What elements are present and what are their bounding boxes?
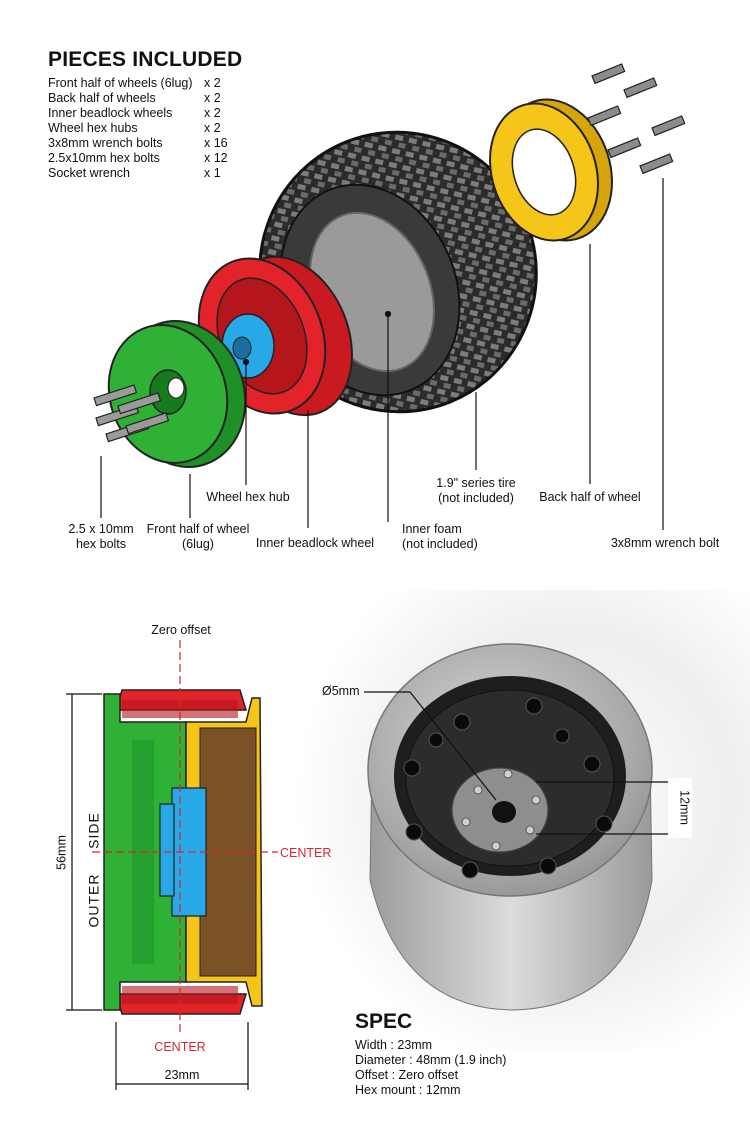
zero-offset-label: Zero offset bbox=[151, 623, 211, 637]
section-dimensions bbox=[66, 693, 249, 1090]
hex-dimension-label: 12mm bbox=[677, 790, 692, 825]
label-hex-hub: Wheel hex hub bbox=[196, 490, 300, 505]
piece-name: Socket wrench bbox=[48, 166, 130, 180]
label-hex-bolts-line1: 2.5 x 10mm bbox=[68, 522, 134, 536]
piece-qty: x 16 bbox=[204, 136, 228, 150]
list-item: 3x8mm wrench bolts x 16 bbox=[48, 136, 234, 151]
cross-section bbox=[92, 640, 278, 1034]
pieces-list: Front half of wheels (6lug) x 2 Back half… bbox=[48, 76, 234, 181]
piece-qty: x 1 bbox=[204, 166, 221, 180]
label-front-half-line2: (6lug) bbox=[182, 537, 214, 551]
lug-bolts bbox=[403, 697, 613, 879]
center-label-bottom: CENTER bbox=[154, 1040, 206, 1054]
label-front-half: Front half of wheel(6lug) bbox=[140, 522, 256, 552]
spec-offset: Offset : Zero offset bbox=[355, 1068, 459, 1082]
spec-list: Width : 23mm Diameter : 48mm (1.9 inch) … bbox=[355, 1038, 506, 1098]
height-dimension-label: 56mm bbox=[54, 835, 69, 870]
list-item: Wheel hex hubs x 2 bbox=[48, 121, 234, 136]
piece-qty: x 12 bbox=[204, 151, 228, 165]
pieces-title: PIECES INCLUDED bbox=[48, 48, 243, 71]
label-foam: Inner foam(not included) bbox=[402, 522, 486, 552]
label-beadlock-line1: Inner beadlock wheel bbox=[255, 536, 375, 550]
label-foam-line1: Inner foam bbox=[402, 522, 462, 536]
list-item: 2.5x10mm hex bolts x 12 bbox=[48, 151, 234, 166]
piece-name: Inner beadlock wheels bbox=[48, 106, 173, 120]
bore-dimension-label: Ø5mm bbox=[322, 684, 360, 698]
piece-name: Wheel hex hubs bbox=[48, 121, 138, 135]
piece-qty: x 2 bbox=[204, 121, 221, 135]
back-half-wheel bbox=[489, 98, 613, 242]
width-dimension-label: 23mm bbox=[164, 1068, 200, 1082]
piece-name: Front half of wheels (6lug) bbox=[48, 76, 193, 90]
piece-name: 2.5x10mm hex bolts bbox=[48, 151, 160, 165]
label-back-half-line1: Back half of wheel bbox=[539, 490, 641, 504]
leader-lines bbox=[100, 178, 664, 530]
piece-name: 3x8mm wrench bolts bbox=[48, 136, 163, 150]
label-hex-hub-line1: Wheel hex hub bbox=[206, 490, 290, 504]
label-back-half: Back half of wheel bbox=[534, 490, 646, 505]
label-foam-line2: (not included) bbox=[402, 537, 478, 551]
label-front-half-line1: Front half of wheel bbox=[146, 522, 250, 536]
list-item: Front half of wheels (6lug) x 2 bbox=[48, 76, 234, 91]
piece-qty: x 2 bbox=[204, 106, 221, 120]
label-tire-line2: (not included) bbox=[438, 491, 514, 505]
spec-hex-mount: Hex mount : 12mm bbox=[355, 1083, 461, 1097]
list-item: Socket wrench x 1 bbox=[48, 166, 234, 181]
wheel-photo bbox=[367, 643, 653, 1011]
hex-bolts bbox=[93, 384, 170, 443]
label-tire: 1.9" series tire(not included) bbox=[428, 476, 524, 506]
piece-name: Back half of wheels bbox=[48, 91, 156, 105]
center-label-right: CENTER bbox=[280, 846, 332, 860]
spec-title: SPEC bbox=[355, 1010, 413, 1033]
photo-dimensions bbox=[364, 691, 692, 838]
wrench-bolts bbox=[587, 63, 686, 175]
label-hex-bolts-line2: hex bolts bbox=[75, 537, 127, 551]
front-half-wheel bbox=[107, 320, 247, 468]
list-item: Back half of wheels x 2 bbox=[48, 91, 234, 106]
label-tire-line1: 1.9" series tire bbox=[436, 476, 516, 490]
outer-label: OUTER bbox=[85, 873, 102, 928]
side-label: SIDE bbox=[85, 812, 102, 849]
spec-width: Width : 23mm bbox=[355, 1038, 433, 1052]
piece-qty: x 2 bbox=[204, 76, 221, 90]
label-beadlock: Inner beadlock wheel bbox=[254, 536, 376, 551]
spec-diameter: Diameter : 48mm (1.9 inch) bbox=[355, 1053, 507, 1067]
list-item: Inner beadlock wheels x 2 bbox=[48, 106, 234, 121]
piece-qty: x 2 bbox=[204, 91, 221, 105]
label-wrench-bolt-line1: 3x8mm wrench bolt bbox=[610, 536, 720, 550]
label-wrench-bolt: 3x8mm wrench bolt bbox=[604, 536, 726, 551]
bore-hole bbox=[492, 801, 516, 823]
